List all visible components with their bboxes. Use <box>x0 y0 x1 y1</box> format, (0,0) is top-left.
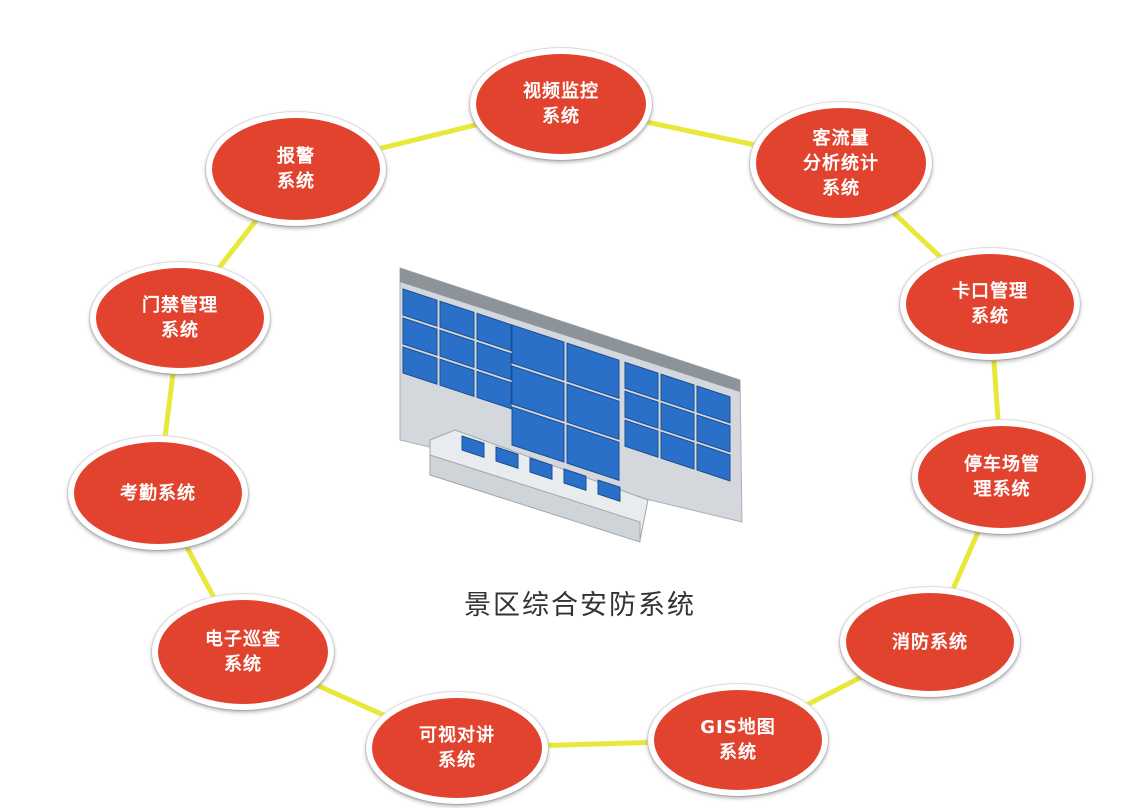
wall-screen <box>511 365 565 422</box>
console-monitor <box>495 446 519 469</box>
node-visitor-flow-analysis: 客流量 分析统计 系统 <box>750 102 932 224</box>
wall-screen <box>696 414 731 453</box>
wall-screen <box>439 329 475 369</box>
node-label: 门禁管理 系统 <box>142 295 218 341</box>
node-access-control: 门禁管理 系统 <box>90 262 270 374</box>
node-label: 视频监控 系统 <box>523 81 599 127</box>
node-label: 客流量 分析统计 系统 <box>803 127 879 199</box>
wall-screen <box>439 358 475 398</box>
wall-screen <box>624 361 659 400</box>
wall-screen <box>566 424 620 481</box>
wall-screen <box>476 370 512 410</box>
wall-screen <box>696 443 731 482</box>
wall-screen <box>476 341 512 381</box>
node-label: 电子巡查 系统 <box>205 629 281 675</box>
wall-screen <box>439 300 475 340</box>
node-label: 消防系统 <box>892 631 968 653</box>
console-monitor <box>461 435 485 458</box>
node-fire-protection: 消防系统 <box>840 587 1020 697</box>
wall-screen <box>402 346 438 385</box>
wall-screen <box>660 402 695 441</box>
wall-screen <box>402 288 438 327</box>
node-label: 停车场管 理系统 <box>964 454 1040 500</box>
wall-screen <box>566 383 620 440</box>
node-video-surveillance: 视频监控 系统 <box>470 48 652 160</box>
wall-screen <box>566 342 620 399</box>
node-label: GIS地图 系统 <box>700 717 776 763</box>
wall-screen <box>696 385 731 424</box>
node-label: 可视对讲 系统 <box>419 725 495 771</box>
console-monitor <box>529 457 553 480</box>
wall-screen <box>624 419 659 458</box>
wall-screen <box>624 390 659 429</box>
node-gate-management: 卡口管理 系统 <box>900 248 1080 360</box>
node-parking-management: 停车场管 理系统 <box>912 420 1092 534</box>
wall-screen <box>660 431 695 470</box>
node-electronic-patrol: 电子巡查 系统 <box>152 594 334 710</box>
console-monitor <box>597 479 621 502</box>
wall-screen <box>402 317 438 356</box>
node-label: 卡口管理 系统 <box>952 281 1028 327</box>
node-video-intercom: 可视对讲 系统 <box>366 692 548 804</box>
node-attendance: 考勤系统 <box>68 436 248 550</box>
center-title: 景区综合安防系统 <box>464 590 696 621</box>
wall-screen <box>511 406 565 463</box>
node-gis-map: GIS地图 系统 <box>648 684 828 796</box>
node-alarm: 报警 系统 <box>206 112 386 226</box>
node-label: 考勤系统 <box>120 482 196 504</box>
console-monitor <box>563 468 587 491</box>
wall-screen <box>511 324 565 381</box>
wall-screen <box>660 373 695 412</box>
wall-screen <box>476 312 512 352</box>
node-label: 报警 系统 <box>277 146 315 192</box>
